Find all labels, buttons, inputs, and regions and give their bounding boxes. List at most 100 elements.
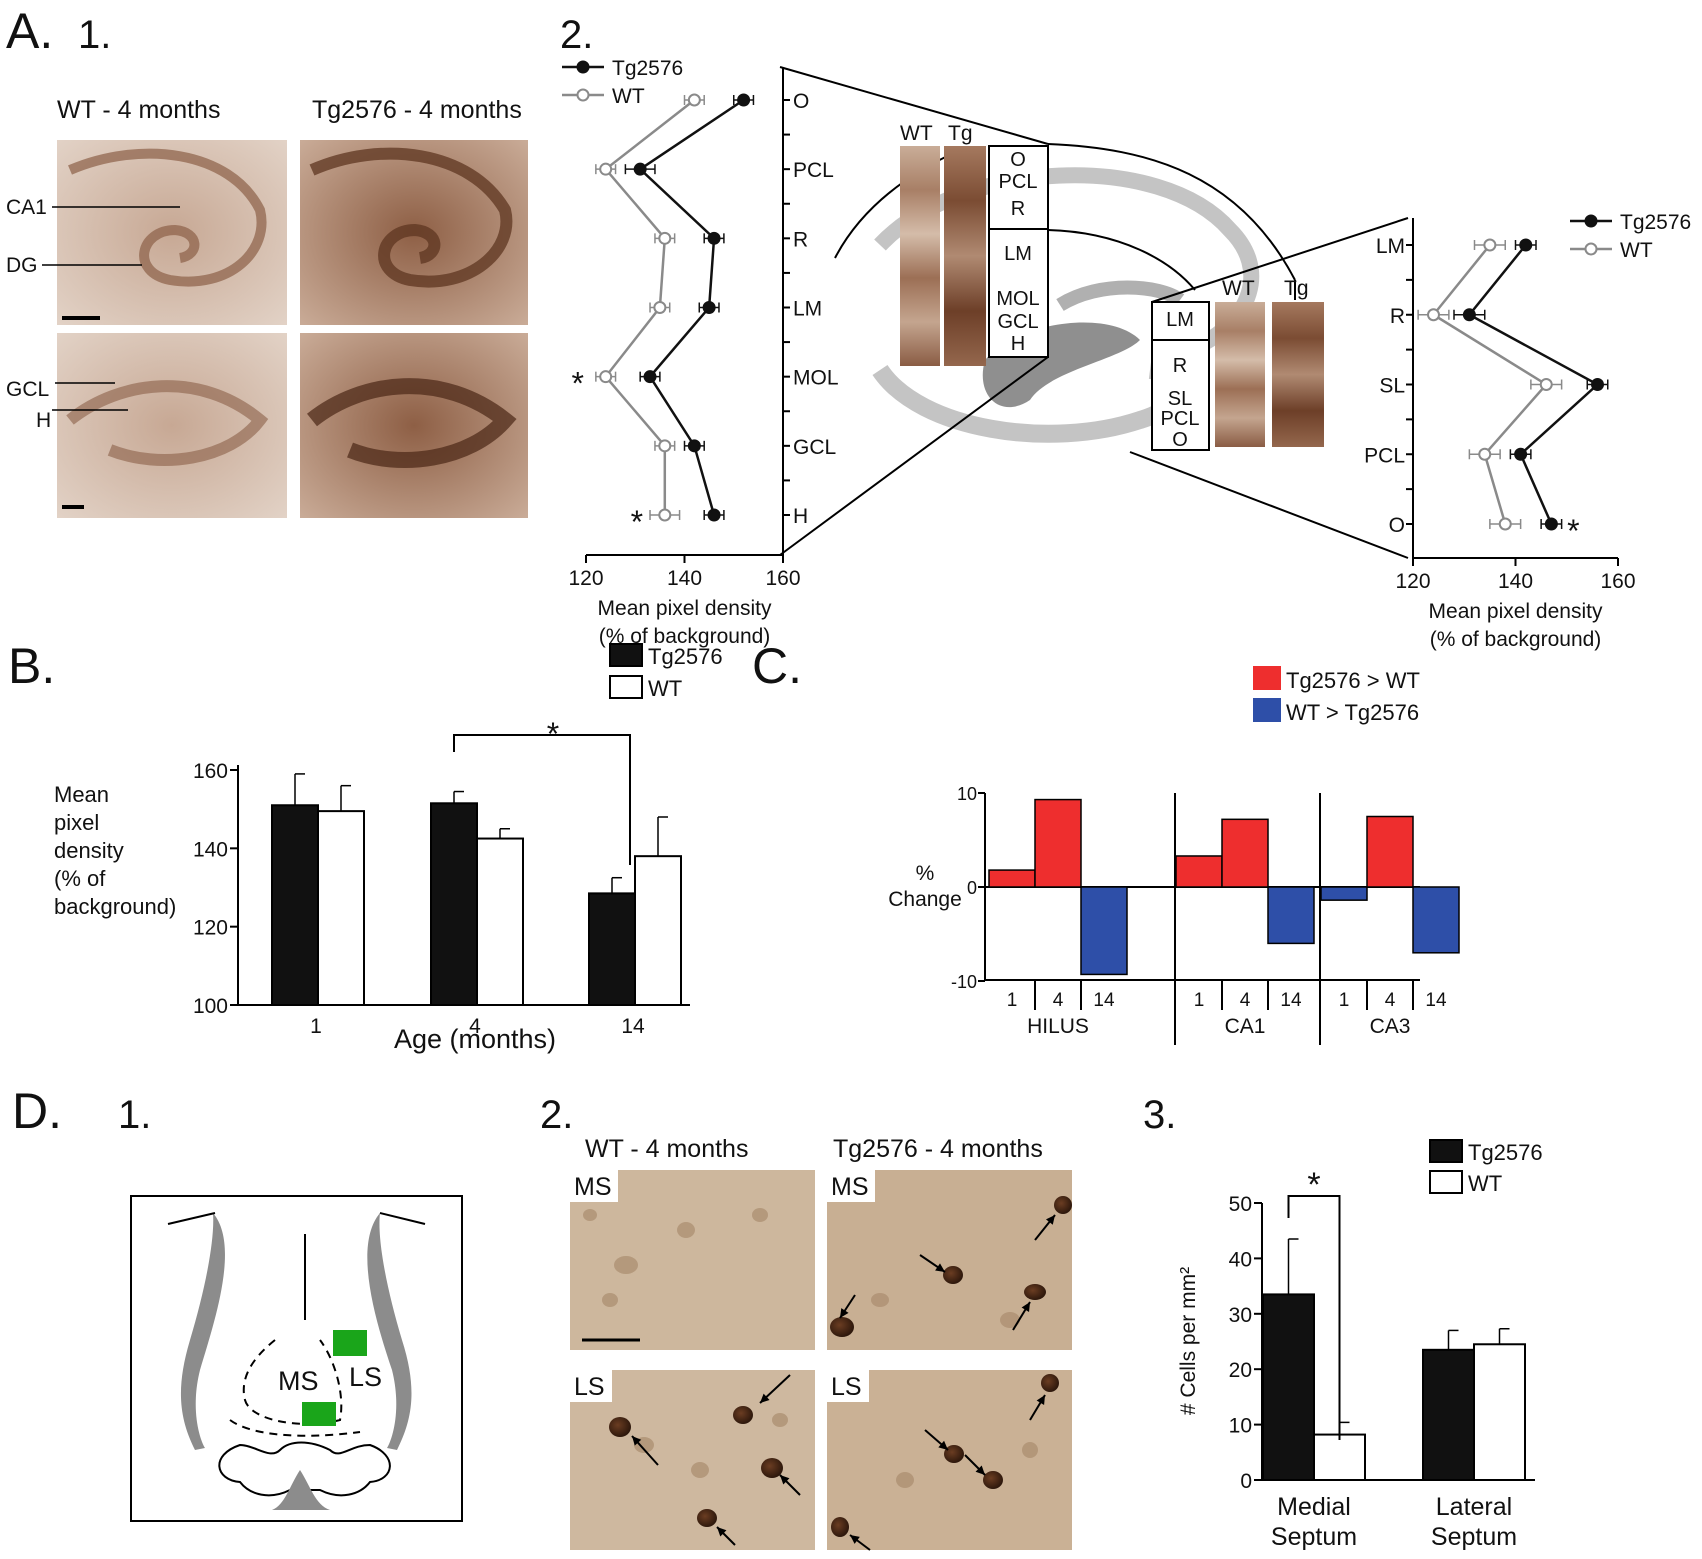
significance-star: *: [631, 504, 643, 540]
dg-inset-wt-label: WT: [900, 122, 933, 145]
faint-cell: [1022, 1442, 1038, 1458]
data-point-tg2576: [643, 370, 657, 384]
data-point-wt: [1539, 378, 1553, 391]
d2-label-ms-wt: MS: [574, 1173, 612, 1201]
panel-a1-label: 1.: [78, 13, 111, 57]
x-axis-label: Mean pixel density: [1429, 600, 1603, 623]
category-label: R: [793, 228, 808, 251]
b-bar-wt: [634, 855, 682, 1007]
d3-y-tick-label: 0: [1240, 1470, 1252, 1493]
significance-star: *: [571, 366, 583, 402]
panel-d-letter: D.: [12, 1083, 62, 1139]
hippocampus-shape-wt: [68, 148, 267, 287]
d3-x-tick-label-line: Septum: [1271, 1523, 1357, 1551]
stained-cell: [609, 1417, 631, 1437]
stained-cell: [983, 1471, 1003, 1489]
d3-comparison-bracket: [1287, 1195, 1341, 1440]
label-dg: DG: [6, 254, 38, 277]
ca1-box-label-sl: SL: [1168, 388, 1192, 410]
panel-b-letter: B.: [8, 638, 55, 694]
faint-cell: [602, 1293, 618, 1307]
dentate-shape-wt: [66, 380, 269, 466]
b-y-axis-label-line: pixel: [54, 810, 99, 835]
cell-arrow-head: [1045, 1215, 1055, 1225]
d3-legend-label-tg2576: Tg2576: [1468, 1140, 1543, 1165]
d3-y-tick-label: 40: [1229, 1248, 1252, 1271]
dg-box-label-o: O: [1010, 149, 1026, 171]
faint-cell: [752, 1208, 768, 1222]
hippocampus-schematic: [779, 66, 1409, 559]
c-bar-increase: [988, 869, 1036, 888]
dg-inset-wt: [900, 146, 940, 366]
b-x-tick-label: 4: [469, 1015, 481, 1038]
data-point-tg2576: [1591, 378, 1604, 391]
category-label: GCL: [793, 436, 836, 459]
c-x-tick-label: 1: [1339, 990, 1350, 1011]
ca1-inset-tg-label: Tg: [1284, 277, 1309, 300]
stained-cell: [733, 1406, 753, 1424]
data-point-tg2576: [1544, 517, 1558, 531]
c-bar-increase: [1221, 818, 1269, 888]
faint-cell: [772, 1413, 788, 1427]
zoom-line-top-left: [779, 66, 1049, 145]
ca1-box-label-r: R: [1173, 355, 1187, 377]
c-x-tick-label: 1: [1007, 990, 1018, 1011]
b-bar-tg2576: [271, 804, 319, 1006]
c-y-tick-label: 0: [967, 878, 977, 898]
hippocampus-shape-tg: [309, 147, 513, 288]
c-legend-label-increase: Tg2576 > WT: [1286, 668, 1420, 693]
dg-box-label-r: R: [1011, 198, 1025, 220]
legend-marker-tg2576: [1584, 214, 1598, 228]
cell-arrow-head: [717, 1527, 727, 1537]
d3-y-tick-label: 50: [1229, 1193, 1252, 1216]
cell-arrow-head: [632, 1436, 642, 1446]
b-legend-label-wt: WT: [648, 676, 682, 701]
panel-a2-label: 2.: [560, 13, 593, 57]
c-x-tick-label: 14: [1425, 990, 1447, 1011]
ms-outline: [242, 1339, 343, 1425]
x-axis-label-2: (% of background): [599, 625, 771, 648]
d2-micrographs: [570, 1170, 1072, 1550]
c-bar-increase: [1175, 855, 1223, 888]
d3-legend-swatch-wt: [1429, 1170, 1463, 1194]
ms-sample-square: [302, 1402, 336, 1426]
b-bar-tg2576: [430, 802, 478, 1007]
stained-cell: [1024, 1284, 1046, 1300]
faint-cell: [677, 1222, 695, 1238]
b-bar-tg2576: [588, 892, 636, 1006]
ca1-inset-wt: [1215, 302, 1265, 447]
c-x-tick-label: 14: [1093, 990, 1115, 1011]
data-point-tg2576: [707, 508, 721, 522]
data-point-wt: [1478, 447, 1492, 461]
stained-cell: [830, 1317, 854, 1337]
panel-c-letter: C.: [752, 638, 802, 694]
d3-bar-wt: [1473, 1343, 1526, 1482]
b-legend-swatch-tg2576: [609, 643, 643, 667]
significance-star: *: [1567, 513, 1579, 549]
dg-box-labels: O PCL R LM MOL GCL H: [996, 149, 1039, 355]
d3-y-tick-label: 30: [1229, 1304, 1252, 1327]
b-x-tick-label: 1: [310, 1015, 322, 1038]
faint-cell: [614, 1256, 638, 1274]
b-y-axis-label-line: density: [54, 838, 124, 863]
d3-bar-tg2576: [1422, 1348, 1475, 1482]
c-legend-swatch-increase: [1253, 666, 1281, 690]
faint-cell: [871, 1293, 889, 1307]
d2-title-tg: Tg2576 - 4 months: [833, 1135, 1043, 1163]
data-point-wt: [599, 370, 613, 384]
base-gray: [272, 1470, 330, 1510]
cell-arrow-head: [1021, 1302, 1030, 1312]
c-group-label: HILUS: [1027, 1015, 1089, 1038]
data-point-tg2576: [737, 93, 751, 107]
zoom-line-bottom-left: [779, 356, 1049, 556]
b-x-tick-label: 14: [621, 1015, 645, 1038]
ventricle-right: [367, 1213, 412, 1450]
photo-title-tg: Tg2576 - 4 months: [312, 96, 522, 124]
stained-cell: [1041, 1374, 1059, 1392]
x-tick-label: 120: [568, 567, 603, 590]
legend-marker-wt: [1584, 242, 1598, 256]
schematic-outline-arc: [1047, 143, 1296, 281]
b-y-tick-label: 160: [193, 760, 228, 783]
